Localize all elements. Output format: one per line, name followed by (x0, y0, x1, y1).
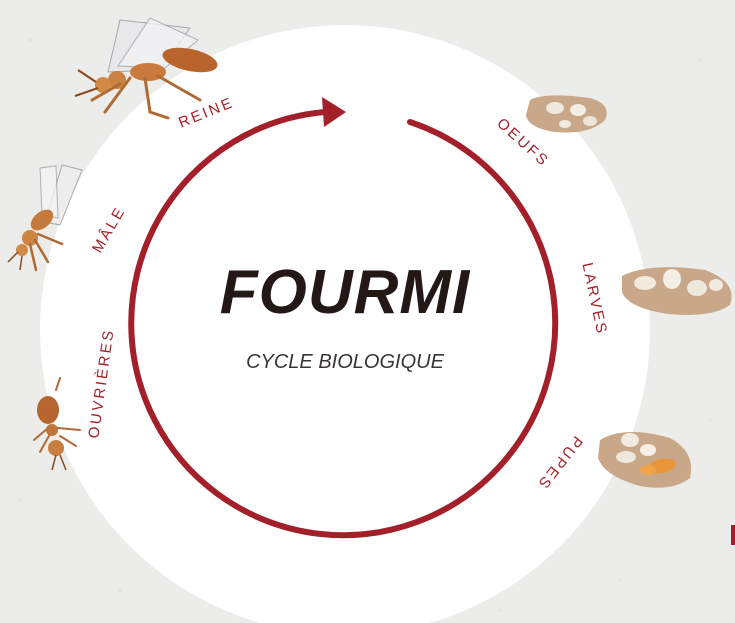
page-subtitle: CYCLE BIOLOGIQUE (195, 352, 495, 372)
edge-mark (731, 525, 735, 545)
eggs-icon (526, 95, 607, 132)
pupae-icon (598, 432, 691, 488)
page-title: FOURMI (195, 262, 495, 324)
